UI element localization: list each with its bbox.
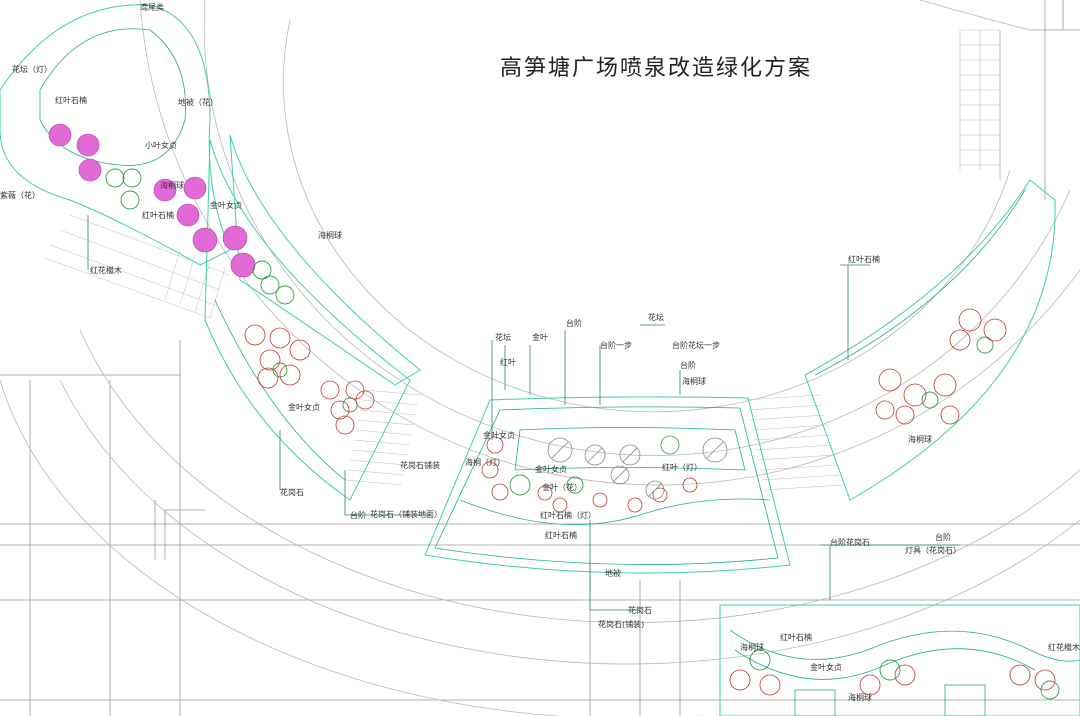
label: 花岗石 <box>280 487 304 497</box>
label: 台阶花岗石 <box>830 537 870 547</box>
label: 红叶石楠 <box>848 254 880 264</box>
red-trees <box>244 308 1056 696</box>
label: 花岗石铺装 <box>400 460 440 470</box>
label: 海桐球 <box>908 434 932 444</box>
label: 鸢尾类 <box>140 2 164 12</box>
label: 金叶 <box>532 332 548 342</box>
label: 台阶花坛一步 <box>672 340 720 350</box>
plan-labels: 鸢尾类 花坛（灯） 红叶石楠 地被（花） 小叶女贞 海桐球 红叶石楠 金叶女贞 … <box>0 2 1080 702</box>
label: 金叶女贞 <box>210 200 242 210</box>
label: 花岗石（铺装地面） <box>370 509 442 519</box>
label: 红花檵木 <box>90 265 122 275</box>
label: 红花檵木 <box>1048 642 1080 652</box>
planting-beds <box>0 4 1080 716</box>
label: 海桐球 <box>682 376 706 386</box>
label: 台阶 <box>566 318 582 328</box>
label: 地被（花） <box>178 97 218 107</box>
label: 地被 <box>605 568 621 578</box>
pink-flowering-trees <box>48 123 256 278</box>
plan-title: 高笋塘广场喷泉改造绿化方案 <box>500 56 813 81</box>
label: 红叶石楠 <box>55 95 87 105</box>
label: 海桐（灯） <box>465 457 505 467</box>
label: 金叶（花） <box>542 482 582 492</box>
fountain-basins <box>547 435 728 500</box>
label: 台阶 <box>935 532 951 542</box>
label: 红叶（灯） <box>662 462 702 472</box>
label: 红叶石楠 <box>142 210 174 220</box>
label: 小叶女贞 <box>145 140 177 150</box>
label: 红叶石楠 <box>780 632 812 642</box>
label: 红叶石楠（灯） <box>540 510 596 520</box>
label: 台阶 <box>350 510 366 520</box>
label: 花坛（灯） <box>12 64 52 74</box>
leader-lines <box>87 215 960 611</box>
label: 红叶石楠 <box>545 530 577 540</box>
label: 金叶女贞 <box>810 662 842 672</box>
label: 花岗石 <box>628 605 652 615</box>
green-shrubs <box>105 168 1060 700</box>
label: 花坛 <box>495 332 511 342</box>
label: 花岗石(铺装) <box>598 619 644 629</box>
label: 金叶女贞 <box>535 464 567 474</box>
label: 海桐球 <box>318 230 342 240</box>
label: 金叶女贞 <box>483 430 515 440</box>
steps-hatching <box>44 29 1001 491</box>
label: 台阶一步 <box>600 340 632 350</box>
label: 海桐球 <box>160 180 184 190</box>
label: 红叶 <box>500 357 516 367</box>
label: 海桐球 <box>740 642 764 652</box>
label: 台阶 <box>680 360 696 370</box>
label: 金叶女贞 <box>288 402 320 412</box>
label: 海桐球 <box>848 692 872 702</box>
label: 灯具（花岗石） <box>905 545 961 555</box>
label: 紫薇（花） <box>0 190 40 200</box>
label: 花坛 <box>648 312 664 322</box>
